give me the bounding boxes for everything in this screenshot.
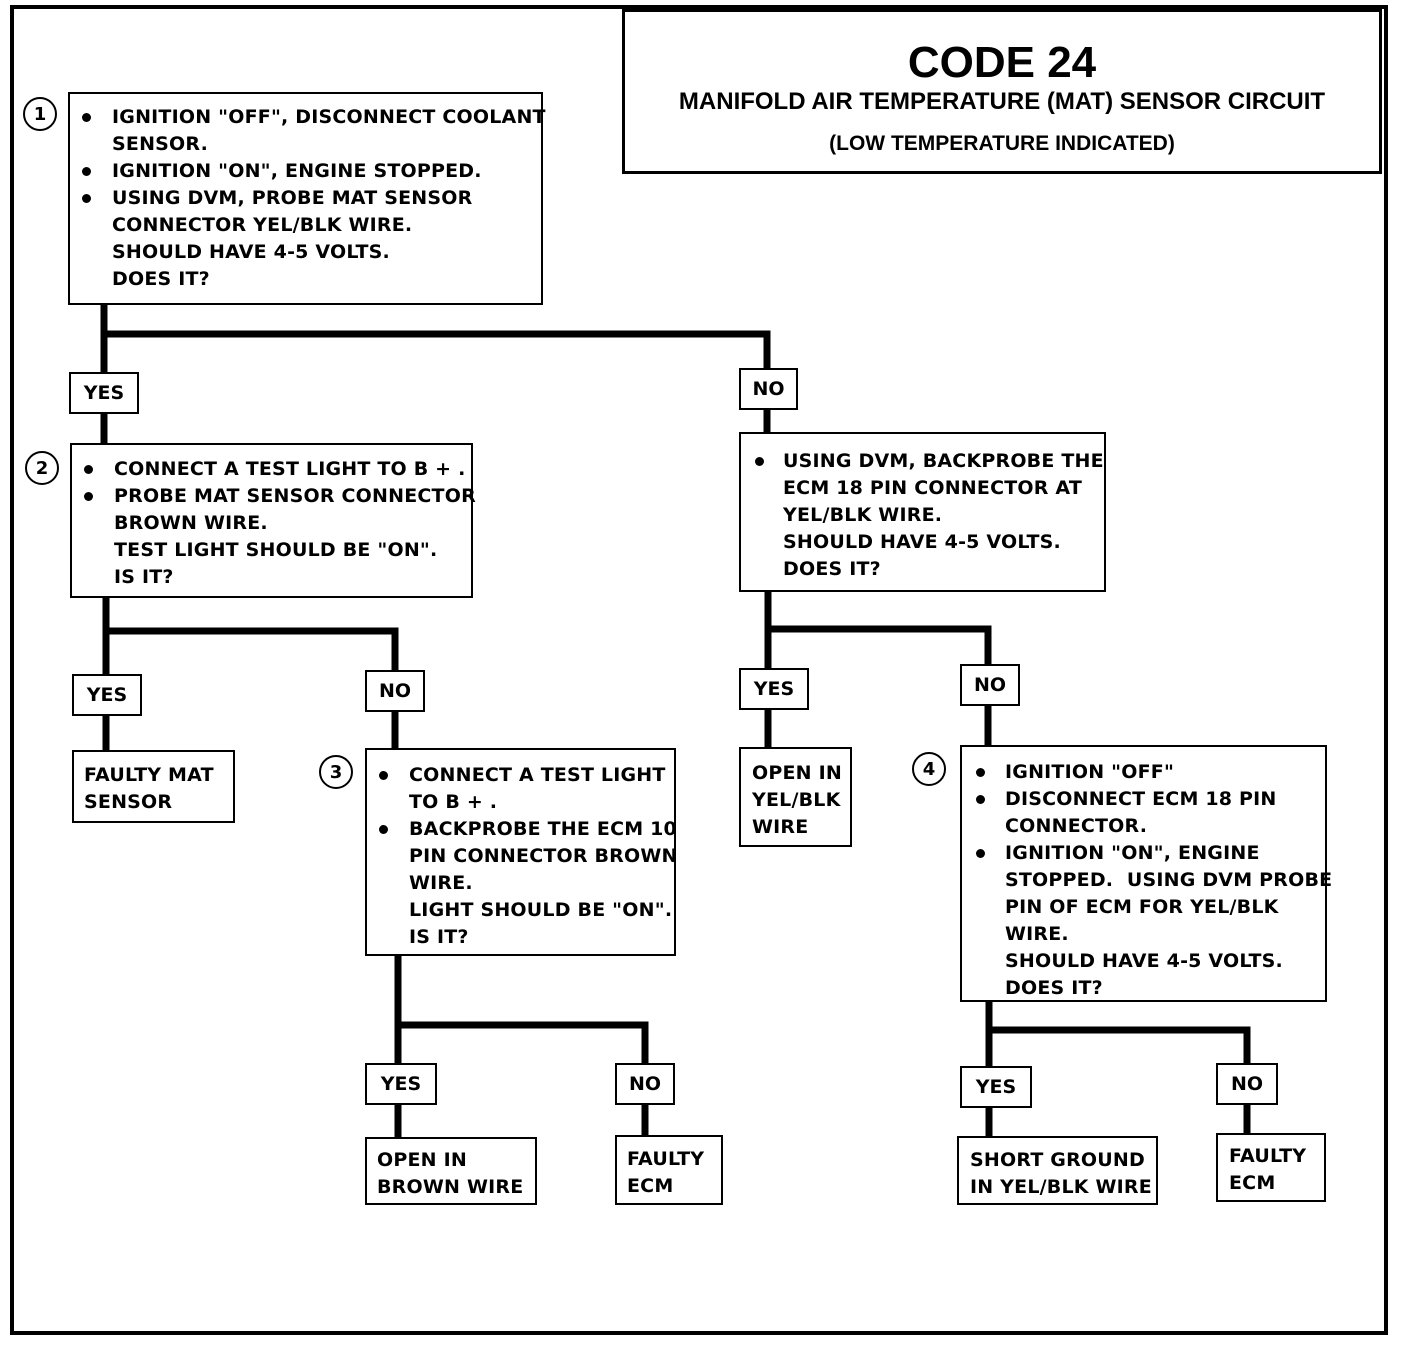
result-line: YEL/BLK <box>752 789 841 811</box>
step4-line: IGNITION "ON", ENGINE <box>1005 842 1260 864</box>
step1-line: IGNITION "OFF", DISCONNECT COOLANT <box>112 106 546 128</box>
step1-line: CONNECTOR YEL/BLK WIRE. <box>112 214 413 236</box>
bullet-icon <box>976 849 985 858</box>
no-branch-check-box: USING DVM, BACKPROBE THE ECM 18 PIN CONN… <box>739 432 1106 592</box>
step3-line: PIN CONNECTOR BROWN <box>409 845 678 867</box>
step2-line: IS IT? <box>114 566 174 588</box>
result-line: SHORT GROUND <box>970 1149 1145 1171</box>
step1-box: IGNITION "OFF", DISCONNECT COOLANT SENSO… <box>68 92 546 305</box>
yes-label: YES <box>365 1063 437 1105</box>
result-line: FAULTY MAT <box>84 764 214 786</box>
step-number-1: 1 <box>23 97 57 131</box>
no-label: NO <box>739 368 798 410</box>
no-label: NO <box>1216 1063 1278 1105</box>
step4-line: SHOULD HAVE 4-5 VOLTS. <box>1005 950 1283 972</box>
yes-label: YES <box>960 1066 1032 1108</box>
no-label: NO <box>615 1063 675 1105</box>
result-line: BROWN WIRE <box>377 1176 524 1198</box>
step1-line: USING DVM, PROBE MAT SENSOR <box>112 187 473 209</box>
result-short-ground: SHORT GROUND IN YEL/BLK WIRE <box>957 1136 1158 1205</box>
bullet-icon <box>379 771 388 780</box>
result-open-yel-blk-wire: OPEN IN YEL/BLK WIRE <box>739 747 852 847</box>
connector-step1-no <box>100 330 771 372</box>
yes-label: YES <box>739 668 809 710</box>
result-line: ECM <box>627 1175 674 1197</box>
page-title: CODE 24 <box>907 38 1097 87</box>
circuit-title: MANIFOLD AIR TEMPERATURE (MAT) SENSOR CI… <box>678 88 1326 115</box>
condition-note: (LOW TEMPERATURE INDICATED) <box>829 132 1175 155</box>
result-line: FAULTY <box>627 1148 705 1170</box>
connector-step3-no <box>394 1021 649 1067</box>
diagram-frame <box>10 5 1388 1335</box>
bullet-icon <box>82 167 91 176</box>
result-line: SENSOR <box>84 791 173 813</box>
step-number-2: 2 <box>25 451 59 485</box>
result-line: IN YEL/BLK WIRE <box>970 1176 1152 1198</box>
step4-line: PIN OF ECM FOR YEL/BLK <box>1005 896 1279 918</box>
step3-line: TO B + . <box>409 791 498 813</box>
step2-line: CONNECT A TEST LIGHT TO B + . <box>114 458 466 480</box>
yes-label: YES <box>72 674 142 716</box>
bullet-icon <box>976 768 985 777</box>
step4-box: IGNITION "OFF" DISCONNECT ECM 18 PIN CON… <box>960 745 1332 1002</box>
connector-step2-no <box>102 627 399 674</box>
result-faulty-ecm-b: FAULTY ECM <box>1216 1133 1326 1202</box>
bullet-icon <box>755 457 764 466</box>
check-line: DOES IT? <box>783 558 881 580</box>
bullet-icon <box>84 492 93 501</box>
no-label: NO <box>960 664 1020 706</box>
step1-line: SENSOR. <box>112 133 209 155</box>
bullet-icon <box>82 194 91 203</box>
yes-label: YES <box>69 372 139 414</box>
step3-line: IS IT? <box>409 926 469 948</box>
step3-box: CONNECT A TEST LIGHT TO B + . BACKPROBE … <box>365 748 678 956</box>
step1-line: IGNITION "ON", ENGINE STOPPED. <box>112 160 482 182</box>
step2-line: PROBE MAT SENSOR CONNECTOR <box>114 485 476 507</box>
step4-line: CONNECTOR. <box>1005 815 1148 837</box>
step4-line: DOES IT? <box>1005 977 1103 999</box>
result-line: OPEN IN <box>752 762 842 784</box>
step4-line: WIRE. <box>1005 923 1069 945</box>
result-line: WIRE <box>752 816 809 838</box>
step1-line: SHOULD HAVE 4-5 VOLTS. <box>112 241 390 263</box>
check-line: SHOULD HAVE 4-5 VOLTS. <box>783 531 1061 553</box>
step3-line: CONNECT A TEST LIGHT <box>409 764 666 786</box>
step3-line: WIRE. <box>409 872 473 894</box>
bullet-icon <box>976 795 985 804</box>
title-block: CODE 24 MANIFOLD AIR TEMPERATURE (MAT) S… <box>622 9 1382 174</box>
check-line: YEL/BLK WIRE. <box>783 504 943 526</box>
result-line: OPEN IN <box>377 1149 467 1171</box>
bullet-icon <box>379 825 388 834</box>
step4-line: IGNITION "OFF" <box>1005 761 1175 783</box>
result-faulty-mat-sensor: FAULTY MAT SENSOR <box>72 750 235 823</box>
step-number-3: 3 <box>319 755 353 789</box>
result-faulty-ecm-a: FAULTY ECM <box>615 1135 723 1205</box>
result-line: ECM <box>1229 1172 1276 1194</box>
connector-step4-no <box>985 1026 1251 1067</box>
result-line: FAULTY <box>1229 1145 1307 1167</box>
bullet-icon <box>84 465 93 474</box>
check-line: USING DVM, BACKPROBE THE <box>783 450 1104 472</box>
step4-line: DISCONNECT ECM 18 PIN <box>1005 788 1277 810</box>
result-open-brown-wire: OPEN IN BROWN WIRE <box>365 1137 537 1205</box>
step3-line: BACKPROBE THE ECM 10 <box>409 818 677 840</box>
step2-line: BROWN WIRE. <box>114 512 268 534</box>
step2-line: TEST LIGHT SHOULD BE "ON". <box>114 539 438 561</box>
step4-line: STOPPED. USING DVM PROBE <box>1005 869 1333 891</box>
step-number-4: 4 <box>912 752 946 786</box>
step2-box: CONNECT A TEST LIGHT TO B + . PROBE MAT … <box>70 443 476 598</box>
connector-check-no <box>764 625 992 668</box>
no-label: NO <box>365 670 425 712</box>
step3-line: LIGHT SHOULD BE "ON". <box>409 899 673 921</box>
step1-line: DOES IT? <box>112 268 210 290</box>
check-line: ECM 18 PIN CONNECTOR AT <box>783 477 1082 499</box>
bullet-icon <box>82 113 91 122</box>
